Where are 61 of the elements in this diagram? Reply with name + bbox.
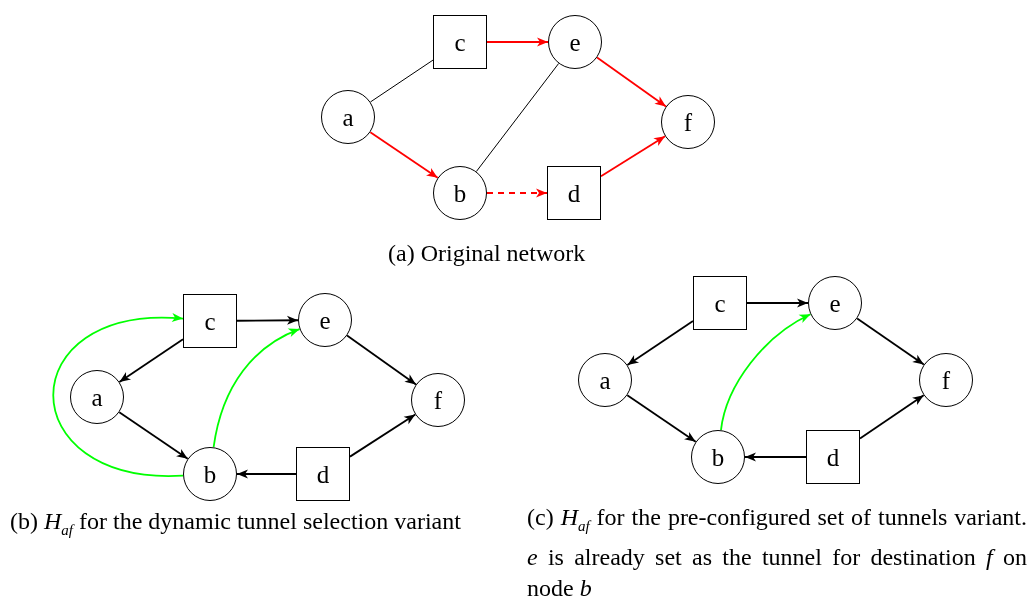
arrow bbox=[856, 317, 925, 366]
figure-caption: (b) H$_{af}$ for the dynamic tunnel selection variant bbox=[10, 507, 462, 540]
circle-node bbox=[548, 15, 602, 69]
arrow bbox=[118, 411, 189, 460]
node-label: e bbox=[319, 307, 331, 333]
node-label: c bbox=[204, 308, 216, 334]
node-label: b bbox=[453, 180, 467, 206]
circle-node bbox=[578, 353, 632, 407]
node-label: a bbox=[599, 367, 611, 393]
arrow bbox=[118, 338, 184, 383]
arrow bbox=[720, 313, 812, 432]
circle-node bbox=[70, 370, 124, 424]
figure-caption: (c) H$_{af}$ for the pre-configured set of tunnels variant. e is already set as the tunnel for destination f on node b bbox=[527, 503, 1027, 603]
circle-node bbox=[808, 276, 862, 330]
circle-node bbox=[183, 447, 237, 501]
arrow bbox=[212, 328, 301, 449]
circle-node bbox=[691, 430, 745, 484]
node-label: f bbox=[433, 387, 443, 413]
node-label: b bbox=[711, 444, 725, 470]
node-label: d bbox=[567, 180, 581, 206]
arrow bbox=[746, 298, 809, 308]
node-label: f bbox=[941, 367, 951, 393]
arrow bbox=[236, 315, 299, 325]
square-node bbox=[183, 294, 237, 348]
circle-node bbox=[919, 353, 973, 407]
square-node bbox=[806, 430, 860, 484]
arrow bbox=[236, 469, 297, 479]
arrow bbox=[486, 188, 548, 198]
node-label: d bbox=[826, 444, 840, 470]
arrow bbox=[369, 131, 439, 179]
arrow bbox=[349, 413, 417, 458]
circle-node bbox=[298, 293, 352, 347]
node-label: f bbox=[683, 109, 693, 135]
square-node bbox=[433, 15, 487, 69]
node-label: a bbox=[91, 384, 103, 410]
arrow bbox=[859, 394, 925, 440]
connector-line bbox=[475, 63, 560, 172]
arrow bbox=[744, 452, 807, 462]
arrow bbox=[596, 56, 667, 108]
arrow bbox=[346, 334, 417, 386]
node-label: e bbox=[569, 29, 581, 55]
arrow bbox=[626, 394, 697, 443]
node-label: a bbox=[342, 104, 354, 130]
arrow bbox=[52, 314, 184, 477]
circle-node bbox=[433, 166, 487, 220]
figure-caption: (a) Original network bbox=[388, 239, 587, 268]
circle-node bbox=[661, 95, 715, 149]
square-node bbox=[547, 166, 601, 220]
square-node bbox=[296, 447, 350, 501]
arrow bbox=[626, 320, 694, 366]
circle-node bbox=[321, 90, 375, 144]
square-node bbox=[693, 276, 747, 330]
circle-node bbox=[411, 373, 465, 427]
node-label: c bbox=[714, 290, 726, 316]
node-label: c bbox=[454, 29, 466, 55]
node-label: d bbox=[316, 461, 330, 487]
node-label: e bbox=[829, 290, 841, 316]
connector-line bbox=[369, 59, 434, 103]
arrow bbox=[486, 37, 549, 47]
arrow bbox=[600, 135, 666, 178]
node-label: b bbox=[203, 461, 217, 487]
